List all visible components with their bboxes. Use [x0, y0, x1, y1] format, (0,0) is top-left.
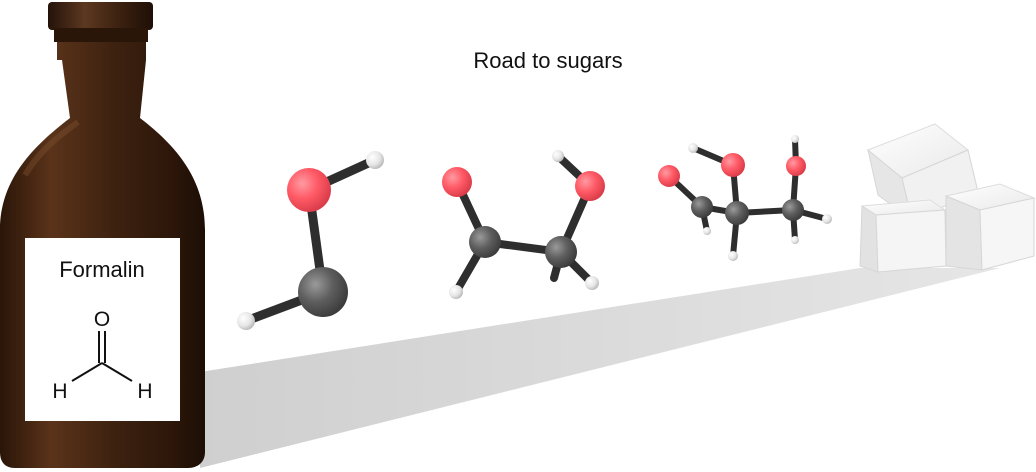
hydrogen-atom — [552, 150, 564, 162]
oxygen-atom — [575, 171, 605, 201]
oxygen-atom — [786, 156, 806, 176]
carbon-atom — [725, 201, 749, 225]
formaldehyde-structure: O H H — [52, 308, 152, 403]
sugar-cubes — [859, 123, 1036, 273]
hydrogen-atom — [688, 143, 698, 153]
hydrogen-atom — [822, 214, 832, 224]
carbon-atom — [782, 199, 804, 221]
hydrogen-atom — [366, 151, 384, 169]
hydrogen-left-label: H — [52, 380, 67, 403]
carbon-atom — [469, 226, 501, 258]
glyceraldehyde-molecule — [658, 135, 832, 261]
carbon-atom — [691, 196, 713, 218]
oxygen-atom — [287, 168, 331, 212]
hydrogen-right-label: H — [137, 380, 152, 403]
road-path — [200, 268, 1000, 468]
oxygen-atom — [658, 165, 680, 187]
diagram-title: Road to sugars — [473, 48, 623, 73]
hydrogen-atom — [237, 312, 255, 330]
sugar-cube — [859, 199, 947, 273]
hydrogen-atom — [585, 276, 599, 290]
hydrogen-atom — [449, 285, 463, 299]
glycolaldehyde-molecule — [442, 150, 605, 299]
oxygen-atom — [721, 153, 745, 177]
carbon-atom — [298, 267, 348, 317]
hydrogen-atom — [791, 236, 799, 244]
hydrogen-atom — [791, 135, 799, 143]
bottle-cap — [48, 2, 153, 30]
formaldehyde-dimer-molecule — [237, 151, 384, 330]
bottle-label-text: Formalin — [59, 257, 145, 282]
formalin-bottle: Formalin O H H — [0, 2, 205, 468]
sugar-cube — [944, 183, 1036, 271]
sugar-cube — [867, 123, 979, 222]
carbon-atom — [545, 236, 577, 268]
hydrogen-atom — [728, 251, 738, 261]
bottle-label — [25, 238, 180, 421]
hydrogen-atom — [703, 227, 711, 235]
oxygen-atom — [442, 167, 472, 197]
oxygen-atom-label: O — [94, 308, 110, 331]
